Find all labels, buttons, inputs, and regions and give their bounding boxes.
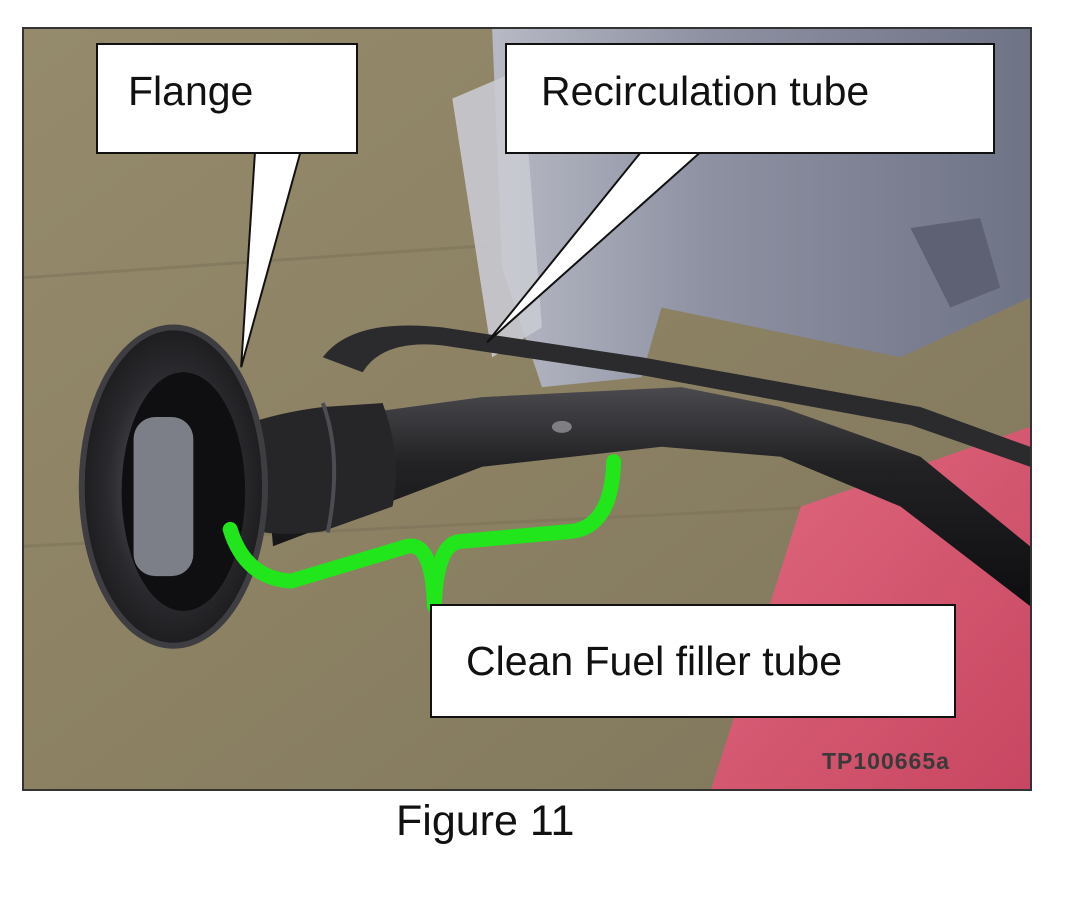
filler-tube-label: Clean Fuel filler tube bbox=[466, 637, 843, 684]
recirculation-tube-label: Recirculation tube bbox=[541, 68, 870, 114]
flange-inner-insert bbox=[133, 416, 194, 577]
flange-label: Flange bbox=[128, 68, 254, 114]
background-part-shadow bbox=[910, 218, 1001, 308]
figure-id: TP100665a bbox=[822, 748, 950, 774]
collar-ridge bbox=[320, 402, 337, 533]
tube-highlight bbox=[551, 420, 572, 433]
filler-tube-callout: Clean Fuel filler tube bbox=[430, 604, 956, 718]
flange-rim bbox=[78, 324, 269, 649]
recirculation-tube bbox=[322, 325, 1030, 467]
flange-callout: Flange bbox=[96, 43, 358, 154]
figure-caption: Figure 11 bbox=[396, 797, 575, 845]
filler-tube bbox=[263, 387, 1030, 606]
tube-collar bbox=[253, 403, 396, 534]
recirculation-tube-callout: Recirculation tube bbox=[505, 43, 995, 154]
